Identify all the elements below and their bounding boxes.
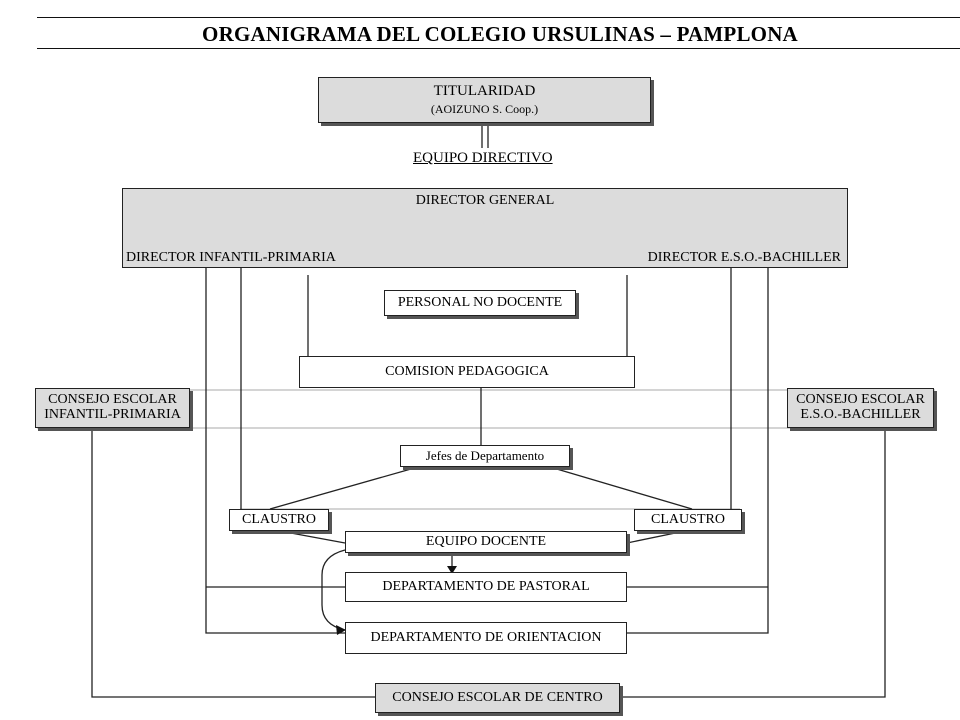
claustro-left-label: CLAUSTRO: [242, 511, 316, 527]
title-underline-rule: [37, 48, 960, 49]
personal-no-docente-label: PERSONAL NO DOCENTE: [397, 294, 563, 310]
page-title: ORGANIGRAMA DEL COLEGIO URSULINAS – PAMP…: [202, 22, 798, 46]
connector-jefes-claustro-right: [549, 466, 693, 510]
equipo-directivo-label: EQUIPO DIRECTIVO: [413, 150, 553, 166]
connector-claustro-right-docente: [626, 530, 686, 544]
director-eso-bachiller-label: DIRECTOR E.S.O.-BACHILLER: [647, 250, 841, 265]
departamento-orientacion-box: DEPARTAMENTO DE ORIENTACION: [345, 622, 627, 654]
arrowhead-orientacion: [336, 625, 346, 635]
connector-consejo-infantil-centro: [91, 428, 375, 698]
director-infantil-primaria-label: DIRECTOR INFANTIL-PRIMARIA: [126, 250, 336, 265]
consejo-escolar-infantil-primaria-box: CONSEJO ESCOLAR INFANTIL-PRIMARIA: [35, 388, 190, 428]
connector-docente-orientacion: [321, 549, 346, 631]
consejo-eso-line1: CONSEJO ESCOLAR: [796, 392, 925, 408]
titularidad-label: TITULARIDAD: [433, 83, 536, 100]
jefes-de-departamento-box: Jefes de Departamento: [400, 445, 570, 467]
connector-consejo-eso-centro: [620, 428, 886, 698]
titularidad-box: TITULARIDAD (AOIZUNO S. Coop.): [318, 77, 651, 123]
connector-right-orientacion: [627, 268, 769, 634]
departamento-pastoral-box: DEPARTAMENTO DE PASTORAL: [345, 572, 627, 602]
jefes-de-departamento-label: Jefes de Departamento: [425, 448, 545, 464]
director-general-label: DIRECTOR GENERAL: [415, 193, 555, 208]
consejo-eso-line2: E.S.O.-BACHILLER: [800, 407, 921, 422]
direccion-box: DIRECTOR GENERAL DIRECTOR INFANTIL-PRIMA…: [122, 188, 848, 268]
arrowhead-pastoral: [447, 566, 457, 574]
equipo-docente-label: EQUIPO DOCENTE: [425, 533, 547, 549]
connector-claustro-left-docente: [279, 530, 346, 544]
top-rule: [37, 17, 960, 18]
claustro-right-label: CLAUSTRO: [651, 511, 725, 527]
connector-left-orientacion: [205, 268, 345, 634]
connector-jefes-claustro-left: [269, 466, 419, 510]
departamento-orientacion-label: DEPARTAMENTO DE ORIENTACION: [370, 629, 602, 645]
claustro-left-box: CLAUSTRO: [229, 509, 329, 531]
consejo-escolar-centro-label: CONSEJO ESCOLAR DE CENTRO: [392, 689, 603, 705]
consejo-escolar-centro-box: CONSEJO ESCOLAR DE CENTRO: [375, 683, 620, 713]
consejo-infantil-line2: INFANTIL-PRIMARIA: [44, 407, 181, 422]
comision-pedagogica-box: COMISION PEDAGOGICA: [299, 356, 635, 388]
equipo-docente-box: EQUIPO DOCENTE: [345, 531, 627, 553]
departamento-pastoral-label: DEPARTAMENTO DE PASTORAL: [382, 578, 590, 594]
comision-pedagogica-label: COMISION PEDAGOGICA: [385, 363, 549, 379]
consejo-escolar-eso-bachiller-box: CONSEJO ESCOLAR E.S.O.-BACHILLER: [787, 388, 934, 428]
personal-no-docente-box: PERSONAL NO DOCENTE: [384, 290, 576, 316]
claustro-right-box: CLAUSTRO: [634, 509, 742, 531]
consejo-infantil-line1: CONSEJO ESCOLAR: [48, 392, 177, 408]
titularidad-sublabel: (AOIZUNO S. Coop.): [430, 102, 539, 117]
